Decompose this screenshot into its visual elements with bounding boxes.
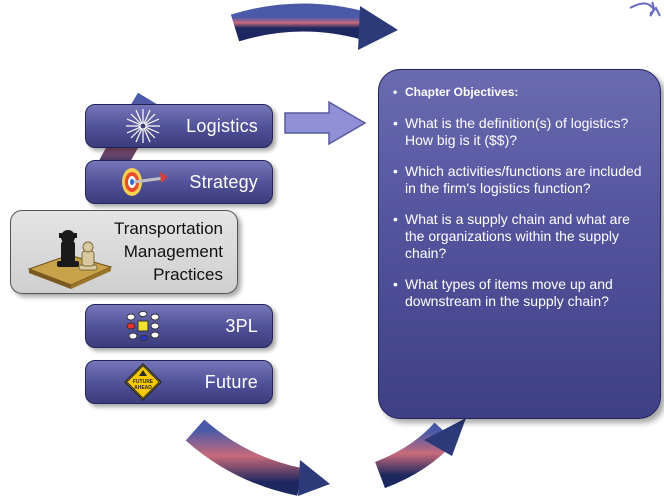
future-label: Future	[204, 371, 258, 392]
ring-arrowhead-bottom-right	[424, 418, 466, 456]
transportation-management-practices-button[interactable]: Transportation Management Practices	[10, 210, 238, 294]
objectives-heading: Chapter Objectives:	[393, 84, 644, 101]
corner-curl-arrow-icon	[629, 1, 661, 17]
objective-item: What is the definition(s) of logistics? …	[393, 115, 644, 149]
transportation-label-line-2: Management	[123, 242, 223, 261]
future-ahead-sign-icon: FUTURE AHEAD	[124, 361, 162, 403]
objective-item: What is a supply chain and what are the …	[393, 211, 644, 262]
3pl-label: 3PL	[225, 315, 258, 336]
strategy-label: Strategy	[189, 171, 258, 192]
network-nodes-icon	[126, 305, 160, 347]
ring-segment-bottom-left	[185, 419, 303, 496]
objective-item: Which activities/functions are included …	[393, 163, 644, 197]
logistics-button[interactable]: Logistics	[85, 104, 273, 148]
future-button[interactable]: FUTURE AHEAD Future	[85, 360, 273, 404]
future-sign-text-2: AHEAD	[134, 385, 152, 391]
pointer-arrow	[284, 100, 367, 146]
strategy-button[interactable]: Strategy	[85, 160, 273, 204]
ring-arrowhead-bottom	[298, 460, 330, 496]
ring-segment-top	[230, 3, 369, 42]
transportation-label-line-1: Transportation	[114, 219, 223, 238]
future-sign-text-1: FUTURE	[133, 379, 154, 385]
starburst-icon	[124, 105, 162, 147]
objectives-list: Chapter Objectives: What is the definiti…	[393, 84, 644, 310]
chapter-objectives-panel: Chapter Objectives: What is the definiti…	[378, 69, 661, 419]
ring-arrowhead-top	[358, 6, 398, 50]
objective-item: What types of items move up and downstre…	[393, 276, 644, 310]
chess-pieces-icon	[25, 225, 115, 296]
target-arrow-icon	[120, 161, 168, 203]
logistics-label: Logistics	[186, 115, 258, 136]
transportation-label-line-3: Practices	[153, 265, 223, 284]
3pl-button[interactable]: 3PL	[85, 304, 273, 348]
